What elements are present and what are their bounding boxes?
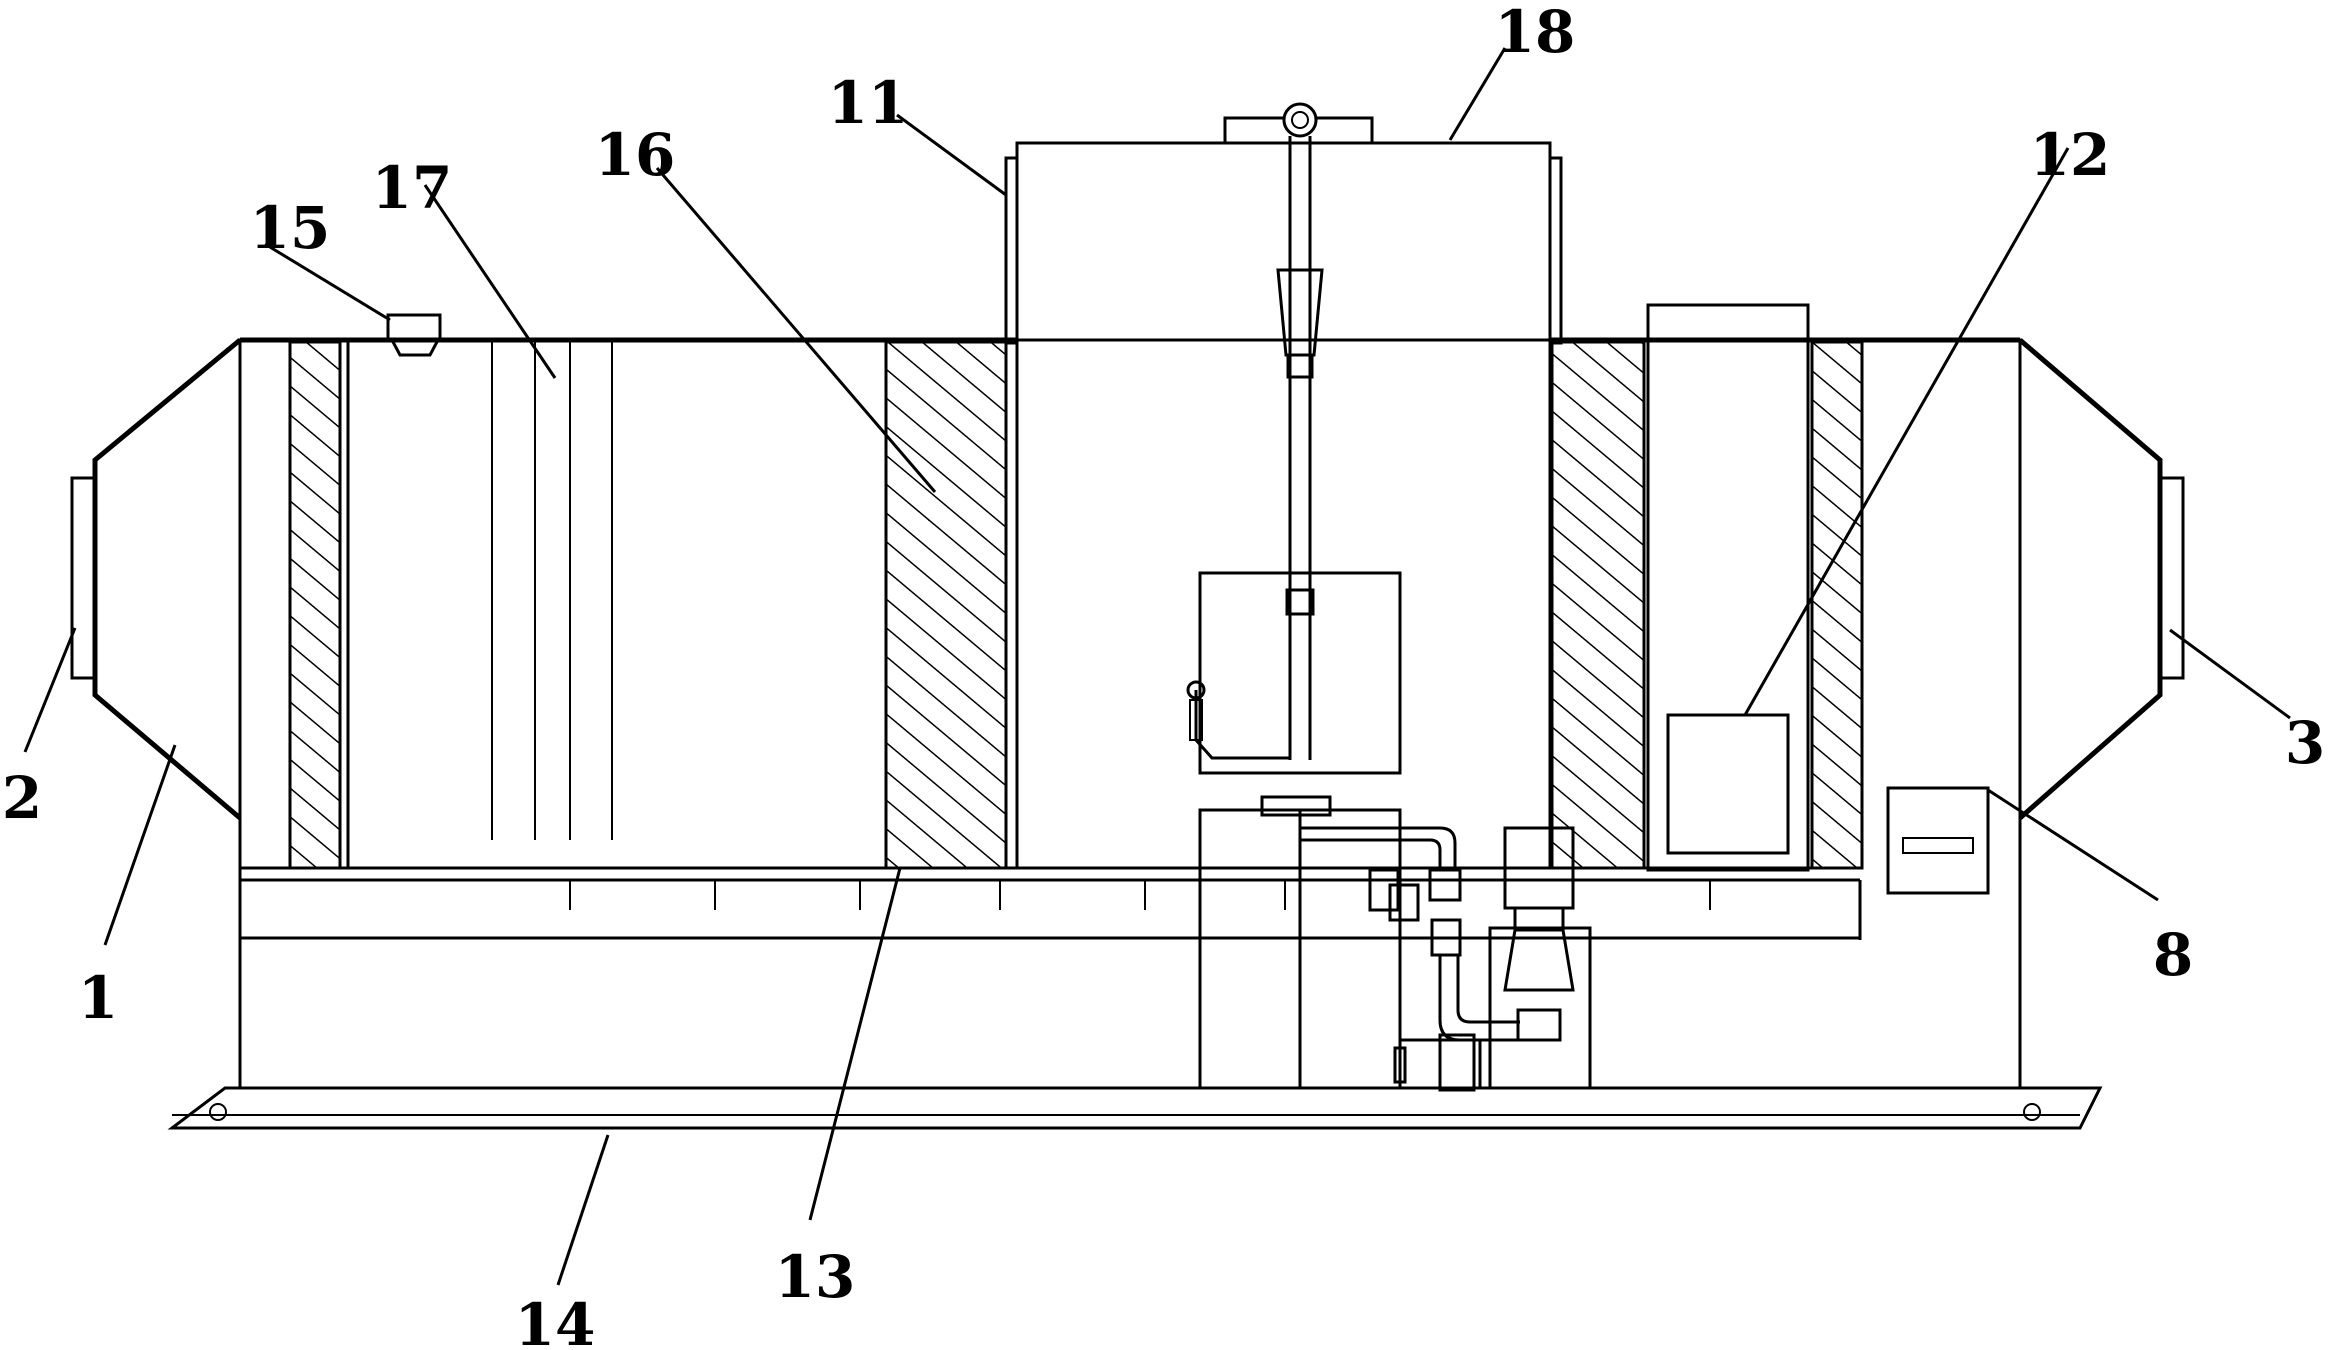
top-port [386,313,442,357]
spray-lines [491,342,613,840]
label-2: 2 [2,764,42,832]
frame-ticks [569,880,1711,910]
control-box [1886,786,1990,895]
label-8: 8 [2153,921,2193,989]
label-16: 16 [595,121,676,189]
label-1: 1 [78,964,118,1032]
right-inner-box [1646,303,1810,872]
label-17: 17 [372,154,453,222]
label-13: 13 [775,1243,856,1311]
tower-inner-box [1186,571,1402,775]
label-3: 3 [2285,709,2325,777]
leader-lines [23,47,2291,1286]
filter-panels [288,340,1864,870]
pump-assembly [1198,795,1592,1092]
central-tower [1004,102,1563,870]
base-plate [167,1086,2103,1130]
label-14: 14 [515,1291,596,1350]
left-hood [70,338,242,820]
right-hood [2018,338,2185,820]
label-18: 18 [1495,0,1576,66]
label-11: 11 [828,69,909,137]
label-15: 15 [250,194,331,262]
label-12: 12 [2030,121,2111,189]
